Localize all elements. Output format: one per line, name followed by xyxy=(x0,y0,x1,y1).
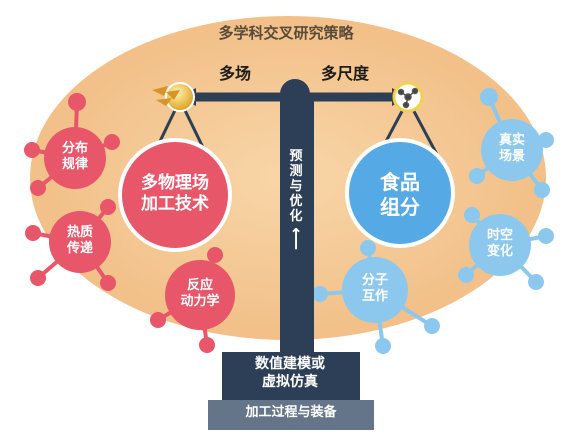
node-label-line1: 分子 xyxy=(361,273,388,288)
node-label-line2: 互作 xyxy=(361,289,388,305)
right-pan-label: 食品 组分 xyxy=(350,170,450,220)
right-pan-line2: 组分 xyxy=(380,195,420,219)
gold-flakes-icon xyxy=(152,86,180,106)
up-arrow-icon: ⟵ xyxy=(287,226,307,250)
left-pan-label: 多物理场 加工技术 xyxy=(120,173,230,216)
node-label-reaction-kinetics: 反应 动力学 xyxy=(165,278,235,311)
scale-foot xyxy=(208,400,374,430)
node-real-scene xyxy=(481,119,543,181)
base-label-line1: 数值建模或 xyxy=(255,356,325,372)
node-heat-mass-transfer xyxy=(49,211,111,273)
base-label: 数值建模或 虚拟仿真 xyxy=(226,356,354,391)
node-spatiotemporal-change xyxy=(469,214,531,276)
node-label-molecular-interaction: 分子 互作 xyxy=(345,273,405,306)
node-label-line2: 传递 xyxy=(66,241,93,257)
pillar-char: 测 xyxy=(289,163,303,179)
node-label-line2: 变化 xyxy=(486,244,513,260)
pillar-char: 预 xyxy=(289,149,303,164)
node-label-real-scene: 真实 场景 xyxy=(482,133,542,166)
beam-pivot xyxy=(280,79,310,109)
scale-base xyxy=(222,352,360,400)
node-label-line1: 真实 xyxy=(498,133,525,148)
left-pan-line1: 多物理场 xyxy=(141,173,209,193)
molecule-icon xyxy=(397,87,419,109)
node-label-line1: 分布 xyxy=(61,141,88,156)
right-pan-circle xyxy=(345,138,455,248)
left-network-dots xyxy=(24,93,223,353)
node-label-line1: 热质 xyxy=(66,225,93,240)
gold-ornament-icon xyxy=(165,82,195,112)
beam-left-label: 多场 xyxy=(218,64,251,83)
left-pan-line2: 加工技术 xyxy=(141,194,209,215)
right-network-dots xyxy=(312,88,554,354)
node-label-line2: 动力学 xyxy=(180,294,220,310)
node-label-distribution-law: 分布 规律 xyxy=(45,141,105,174)
beam-right-label: 多尺度 xyxy=(320,64,369,83)
pillar-char: 与 xyxy=(289,178,303,194)
pillar-char: 优 xyxy=(289,193,303,209)
diagram-title: 多学科交叉研究策略 xyxy=(218,24,354,42)
node-label-line1: 时空 xyxy=(486,228,513,243)
node-label-heat-mass-transfer: 热质 传递 xyxy=(50,225,110,258)
node-label-line2: 场景 xyxy=(498,149,525,165)
node-label-line2: 规律 xyxy=(61,157,88,173)
node-label-spatiotemporal-change: 时空 变化 xyxy=(470,228,530,261)
node-molecular-interaction xyxy=(342,257,408,323)
pillar-vertical-label: 预 测 与 优 化 ⟵ xyxy=(285,149,307,250)
scale-pillar xyxy=(280,96,314,358)
node-label-line1: 反应 xyxy=(186,278,213,293)
right-pan-line1: 食品 xyxy=(380,170,420,194)
pillar-char: 化 xyxy=(289,208,303,224)
foot-label: 加工过程与装备 xyxy=(245,405,337,420)
node-reaction-kinetics xyxy=(165,260,235,330)
left-pan-circle xyxy=(118,138,232,252)
base-label-line2: 虚拟仿真 xyxy=(262,373,318,390)
node-distribution-law xyxy=(44,127,106,189)
